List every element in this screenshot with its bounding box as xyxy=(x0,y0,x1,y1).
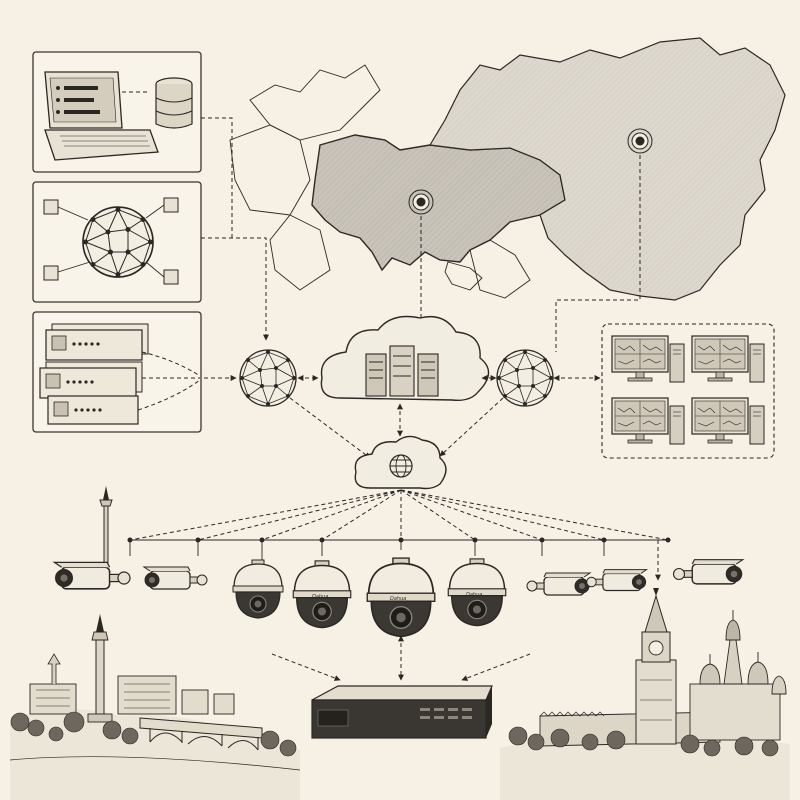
node-cube-icon xyxy=(43,197,179,285)
cathedral-icon xyxy=(689,610,787,741)
camera-brand-label: Dahua xyxy=(312,594,328,600)
right-cityscape-illustration xyxy=(500,588,790,800)
laptop-icon xyxy=(44,71,159,161)
bullet-camera-icon xyxy=(586,569,648,592)
bullet-camera-icon xyxy=(143,566,208,590)
region-map xyxy=(229,37,786,301)
bullet-camera-icon xyxy=(526,572,591,596)
profile-card-icon xyxy=(47,395,139,425)
server-rack-icon xyxy=(365,345,439,397)
internet-cloud-icon xyxy=(354,435,447,490)
location-pin-icon xyxy=(627,128,653,154)
bullet-camera-icon xyxy=(672,558,744,585)
panel-monitoring-wall xyxy=(601,323,775,459)
left-cityscape-illustration xyxy=(9,614,301,800)
camera-brand-label: Dahua xyxy=(390,596,406,602)
panel-node-network xyxy=(32,181,202,303)
profile-card-icon xyxy=(45,323,149,361)
panel-workstation xyxy=(32,51,202,173)
bullet-camera-icon xyxy=(53,561,131,590)
network-globe-icon xyxy=(82,206,154,278)
network-globe-icon xyxy=(239,349,297,407)
monument-column-icon xyxy=(99,486,113,567)
internet-globe-icon xyxy=(389,454,413,478)
database-icon xyxy=(155,77,193,129)
cloud-server-icon xyxy=(320,315,490,402)
kremlin-tower-icon xyxy=(635,588,677,745)
location-pin-icon xyxy=(408,189,434,215)
panel-user-profiles xyxy=(32,311,202,433)
dome-camera-icon xyxy=(232,559,284,619)
network-globe-icon xyxy=(496,349,554,407)
profile-card-icon xyxy=(39,361,143,399)
nvr-icon xyxy=(311,685,493,739)
camera-brand-label: Dahua xyxy=(466,592,482,598)
independence-column-icon xyxy=(87,614,113,723)
